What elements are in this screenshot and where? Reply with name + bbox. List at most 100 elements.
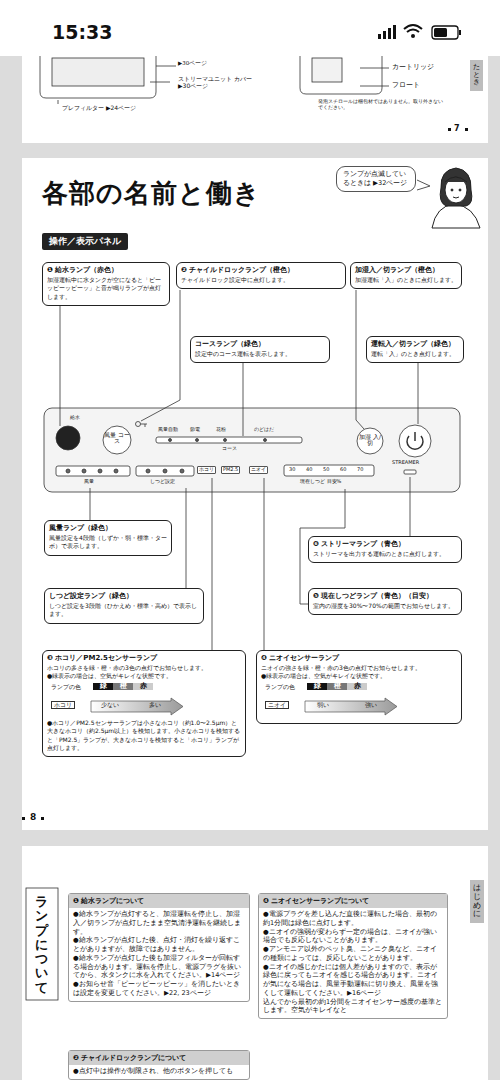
part-name: ストリーマユニット カバー ▶30ページ	[178, 76, 256, 90]
color-cell: 緑	[93, 683, 113, 690]
box-body: ●お知らせ音「ピーッピーッピーッ」を消したいときは設定を変更してください。▶22…	[69, 980, 249, 998]
drawing-shape	[103, 426, 131, 454]
box-body: ●ホコリ／PM2.5センサーランプは小さなホコリ（約1.0〜2.5μm）と大きな…	[47, 719, 241, 753]
drawing-shape	[60, 290, 61, 426]
lamp-label: PM2.5	[221, 466, 240, 474]
drawing-shape	[136, 466, 194, 476]
drawing-shape	[360, 68, 389, 86]
drawing-shape	[393, 25, 396, 39]
page-number: 7	[454, 124, 460, 133]
page-title: 各部の名前と働き	[42, 176, 261, 211]
box-body: 込んでから最初の約1分間をニオイセンサー感度の基準とします。空気がキレイなと	[259, 998, 447, 1016]
drawing-shape	[404, 470, 416, 474]
drawing-shape	[212, 478, 213, 660]
panel-label: 風量	[84, 479, 94, 485]
box-heading: ❶ 給水ランプについて	[69, 894, 249, 908]
box-body: ●緑表示の場合は、空気がキレイな状態です。	[47, 672, 241, 680]
drawing-shape	[383, 31, 386, 39]
drawing-shape	[66, 469, 70, 473]
scale-number: 70	[357, 467, 363, 473]
drawing-shape	[417, 180, 430, 190]
lamp-scale: ランプの色緑橙赤ホコリ少ない多い	[47, 681, 241, 719]
note-box: ❷ チャイルドロックランプについて●点灯中は操作が制限され、他のボタンを押しても	[68, 1050, 250, 1080]
panel-label: 風量自動	[158, 427, 178, 433]
gradient-arrow	[305, 698, 397, 715]
drawing-shape	[40, 56, 156, 98]
scale-label: ランプの色	[265, 684, 295, 691]
scale-number: 50	[323, 467, 329, 473]
box-body: ●ニオイの感じかたには個人差がありますので、表示が緑色に戻ってもニオイを感じる場…	[259, 963, 447, 998]
drawing-shape	[22, 817, 25, 820]
box-body: ニオイの強さを緑・橙・赤の3色の点灯でお知らせします。	[261, 664, 457, 672]
drawing-shape	[114, 469, 118, 473]
scale-label: 多い	[149, 702, 161, 709]
scale-tag: ホコリ	[51, 701, 75, 709]
box-heading: しつど設定ランプ（緑色）	[49, 592, 199, 601]
box-heading: ❺ 現在しつどランプ（青色）（目安）	[313, 592, 457, 601]
drawing-shape	[465, 128, 468, 131]
panel-label: のどはだ	[254, 427, 274, 433]
drawing-shape	[440, 168, 472, 206]
part-name: プレフィルター ▶24ページ	[62, 105, 136, 112]
callout-box: しつど設定ランプ（緑色）しつど設定を3段階（ひかえめ・標準・高め）で表示します。	[44, 588, 204, 624]
drawing-shape	[357, 428, 383, 454]
box-heading: ❸ ホコリ／PM2.5センサーランプ	[47, 654, 241, 663]
section-band: 操作／表示パネル	[42, 233, 128, 250]
drawing-shape	[399, 425, 431, 457]
color-cell: 緑	[307, 683, 327, 690]
drawing-shape	[98, 469, 102, 473]
drawing-shape	[136, 422, 141, 427]
callout-box: ❻ ストリーマランプ（青色）ストリーマを出力する運転のときに点灯します。	[308, 536, 462, 563]
scale-number: 30	[289, 467, 295, 473]
drawing-shape	[459, 189, 461, 191]
box-heading: 操作／表示パネル	[49, 235, 121, 248]
color-cell: 赤	[133, 683, 153, 690]
status-bar	[0, 0, 500, 56]
callout-box: ❺ 現在しつどランプ（青色）（目安）室内の湿度を30%〜70%の範囲でお知らせし…	[308, 588, 462, 615]
box-heading: 風量ランプ（緑色）	[49, 524, 167, 533]
drawing-shape	[459, 30, 461, 35]
panel-label: STREAMER	[392, 460, 419, 466]
drawing-shape	[432, 26, 458, 39]
box-body: 設定中のコース運転を表示します。	[195, 350, 325, 358]
drawing-shape	[56, 466, 130, 476]
gradient-arrow	[91, 698, 183, 715]
control-panel	[44, 408, 460, 492]
panel-label: しつど設定	[150, 479, 175, 485]
drawing-shape	[448, 128, 451, 131]
page-cards	[22, 40, 488, 1080]
box-heading: ❶ 給水ランプ（赤色）	[47, 266, 165, 275]
callout-box: 風量ランプ（緑色）風量設定を4段階（しずか・弱・標準・ターボ）で表示します。	[44, 520, 172, 556]
drawing-shape	[52, 58, 144, 86]
sensor-box: ❸ ホコリ／PM2.5センサーランプホコリの多さを緑・橙・赤の3色の点灯でお知ら…	[42, 650, 246, 757]
woman-illustration	[432, 168, 480, 228]
callout-box: ❷ チャイルドロックランプ（橙色）チャイルドロック設定中に点灯します。	[176, 262, 346, 289]
box-heading: コースランプ（緑色）	[195, 340, 325, 349]
drawing-shape	[58, 66, 176, 104]
drawing-shape	[22, 846, 488, 1080]
part-name: フロート	[392, 82, 420, 89]
box-heading: ❷ チャイルドロックランプ（橙色）	[181, 266, 341, 275]
drawing-shape	[196, 439, 199, 442]
drawing-shape	[26, 888, 58, 1000]
panel-label: 節電	[190, 427, 200, 433]
drawing-shape	[284, 465, 374, 476]
sensor-box: ❹ ニオイセンサーランプニオイの強さを緑・橙・赤の3色の点灯でお知らせします。●…	[256, 650, 462, 724]
drawing-shape	[186, 488, 187, 600]
panel-label: 給水	[70, 415, 80, 421]
drawing-shape	[451, 189, 453, 191]
box-body: チャイルドロック設定中に点灯します。	[181, 276, 341, 284]
box-body: ●給水ランプが点灯した後も加湿フィルターが回転する場合があります。運転を停止し、…	[69, 954, 249, 980]
color-cell: 橙	[327, 683, 347, 690]
box-body: 室内の湿度を30%〜70%の範囲でお知らせします。	[313, 602, 457, 610]
lamp-label: ホコリ	[197, 466, 216, 474]
box-body: 運転「入」のとき点灯します。	[371, 350, 459, 358]
box-body: ●給水ランプが点灯すると、加湿運転を停止し、加湿入／切ランプが点灯したまま空気清…	[69, 910, 249, 936]
note: 発泡スチロールは梱包材ではありません。取り外さないでください。	[318, 99, 446, 111]
drawing-shape	[411, 34, 415, 38]
page7-illustration	[40, 56, 468, 131]
scale-label: 強い	[365, 702, 377, 709]
drawing-shape	[356, 290, 364, 429]
side-tab: たとき	[470, 60, 483, 91]
drawing-shape	[300, 56, 382, 94]
